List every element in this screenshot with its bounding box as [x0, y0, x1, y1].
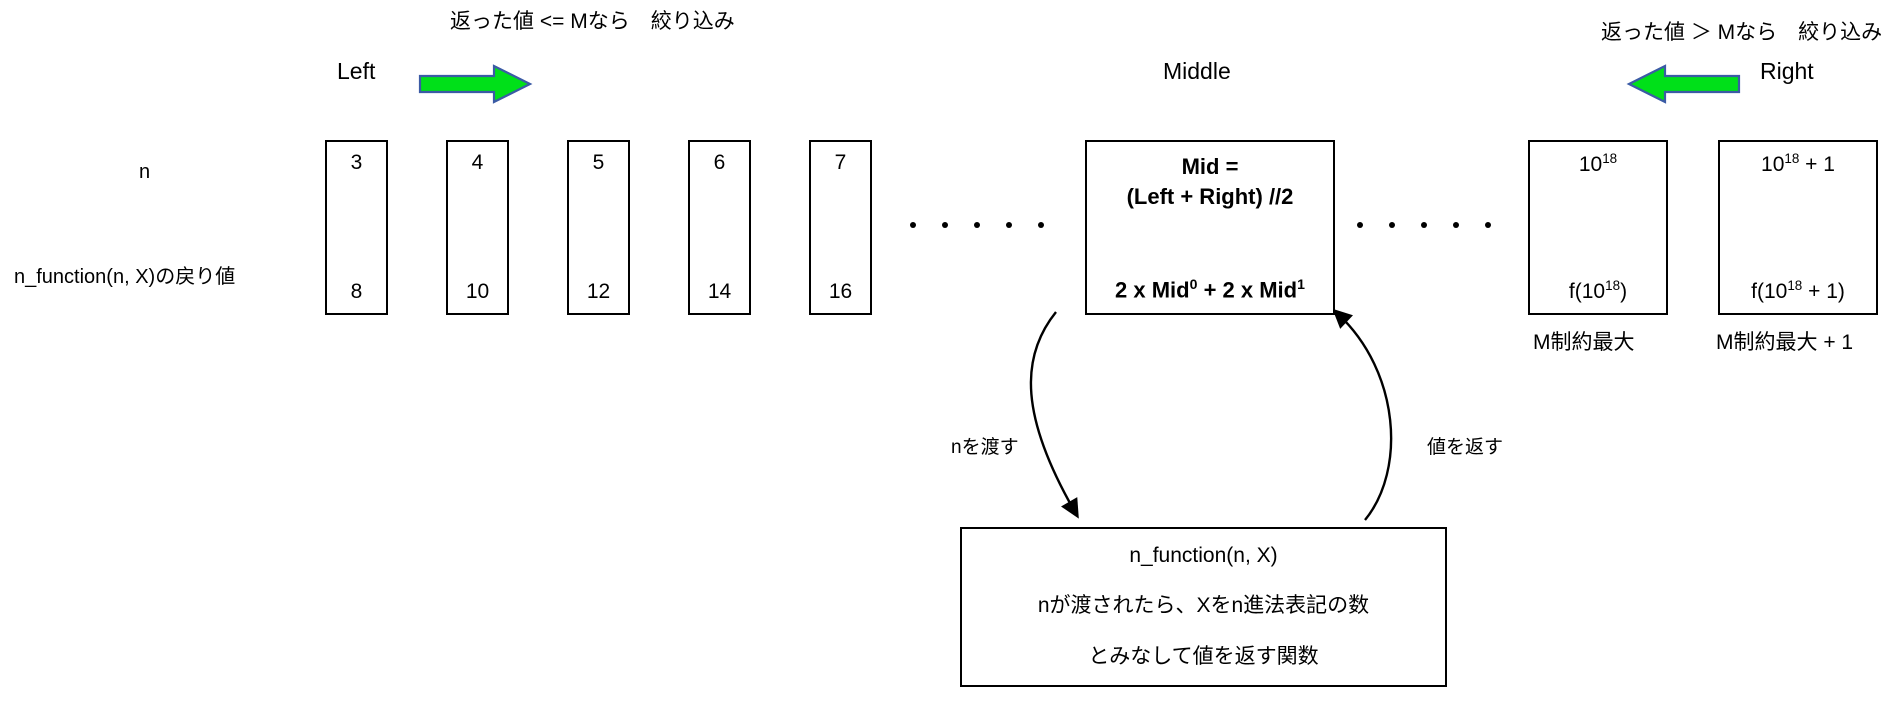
middle-formula-line2: (Left + Right) //2	[1126, 183, 1294, 209]
middle-pointer-label: Middle	[1163, 58, 1231, 84]
pass-n-label: nを渡す	[951, 437, 1019, 458]
ellipsis-dot	[942, 222, 948, 228]
value-box-max-n: 1018	[1530, 151, 1666, 177]
right-green-arrow-icon	[1626, 64, 1741, 104]
value-box-max-plus-one-n: 1018 + 1	[1720, 151, 1876, 177]
caption-m-max-plus-one: M制約最大 + 1	[1716, 331, 1854, 354]
function-description-line-2: とみなして値を返す関数	[1088, 645, 1319, 668]
left-condition-label: 返った値 <= Mなら 絞り込み	[450, 10, 735, 33]
ellipsis-dot	[1485, 222, 1491, 228]
value-box-0-value: 8	[350, 280, 363, 303]
value-box-max-plus-one-n-base: 10	[1761, 153, 1785, 176]
value-box-2-n: 5	[592, 151, 605, 174]
ellipsis-dot	[1421, 222, 1427, 228]
ellipsis-dot	[1006, 222, 1012, 228]
middle-formula-line3: 2 x Mid0 + 2 x Mid1	[1087, 276, 1333, 303]
ellipsis-dot	[1389, 222, 1395, 228]
function-description-line-1: nが渡されたら、Xをn進法表記の数	[1037, 594, 1370, 617]
caption-m-max: M制約最大	[1533, 331, 1635, 354]
left-pointer-label: Left	[337, 58, 376, 84]
pass-n-curved-arrow	[1029, 311, 1079, 519]
row-label-n: n	[139, 161, 151, 183]
ellipsis-dot	[910, 222, 916, 228]
value-box-4: 7 16	[809, 140, 872, 315]
middle-formula-line3-sup2: 1	[1297, 275, 1305, 292]
ellipsis-left	[910, 222, 1044, 228]
value-box-max-value-pre: f(10	[1568, 280, 1606, 303]
value-box-max-value-post: )	[1620, 280, 1628, 303]
ellipsis-dot	[1453, 222, 1459, 228]
middle-formula-line3-mid: + 2 x Mid	[1197, 277, 1298, 302]
middle-formula-box: Mid = (Left + Right) //2 2 x Mid0 + 2 x …	[1085, 140, 1335, 315]
value-box-0-n: 3	[350, 151, 363, 174]
value-box-1: 4 10	[446, 140, 509, 315]
value-box-max: 1018 f(1018)	[1528, 140, 1668, 315]
row-label-return-value: n_function(n, X)の戻り値	[14, 266, 236, 288]
ellipsis-dot	[1357, 222, 1363, 228]
return-value-curved-arrow	[1332, 308, 1393, 521]
value-box-max-n-base: 10	[1578, 153, 1603, 176]
value-box-max-n-sup: 18	[1602, 151, 1618, 166]
value-box-2-value: 12	[586, 280, 611, 303]
left-green-arrow-icon	[418, 64, 533, 104]
function-description-box: n_function(n, X) nが渡されたら、Xをn進法表記の数 とみなして…	[960, 527, 1447, 687]
value-box-max-plus-one-value-sup: 18	[1787, 278, 1803, 293]
ellipsis-dot	[974, 222, 980, 228]
value-box-0: 3 8	[325, 140, 388, 315]
function-signature: n_function(n, X)	[1129, 544, 1278, 567]
value-box-3-n: 6	[713, 151, 726, 174]
value-box-3-value: 14	[707, 280, 732, 303]
value-box-max-plus-one-value: f(1018 + 1)	[1720, 278, 1876, 304]
right-condition-label: 返った値 ＞ Mなら 絞り込み	[1601, 21, 1883, 44]
right-pointer-label: Right	[1760, 58, 1814, 84]
value-box-max-plus-one-value-pre: f(10	[1751, 280, 1788, 303]
value-box-max-plus-one-value-post: + 1)	[1802, 280, 1845, 303]
value-box-4-n: 7	[834, 151, 847, 174]
middle-formula-line3-pre: 2 x Mid	[1115, 277, 1190, 302]
ellipsis-right	[1357, 222, 1491, 228]
middle-formula-top: Mid = (Left + Right) //2	[1087, 152, 1333, 211]
value-box-3: 6 14	[688, 140, 751, 315]
middle-formula-line1: Mid =	[1181, 154, 1239, 179]
value-box-max-plus-one-n-suffix: + 1	[1799, 153, 1835, 176]
value-box-max-plus-one: 1018 + 1 f(1018 + 1)	[1718, 140, 1878, 315]
return-value-label: 値を返す	[1427, 437, 1504, 458]
middle-formula-line3-sup1: 0	[1189, 275, 1198, 292]
value-box-1-value: 10	[465, 280, 490, 303]
value-box-1-n: 4	[471, 151, 484, 174]
ellipsis-dot	[1038, 222, 1044, 228]
value-box-2: 5 12	[567, 140, 630, 315]
value-box-max-value-sup: 18	[1605, 278, 1621, 293]
value-box-max-plus-one-n-sup: 18	[1784, 151, 1800, 166]
value-box-max-value: f(1018)	[1530, 278, 1666, 304]
value-box-4-value: 16	[828, 280, 853, 303]
